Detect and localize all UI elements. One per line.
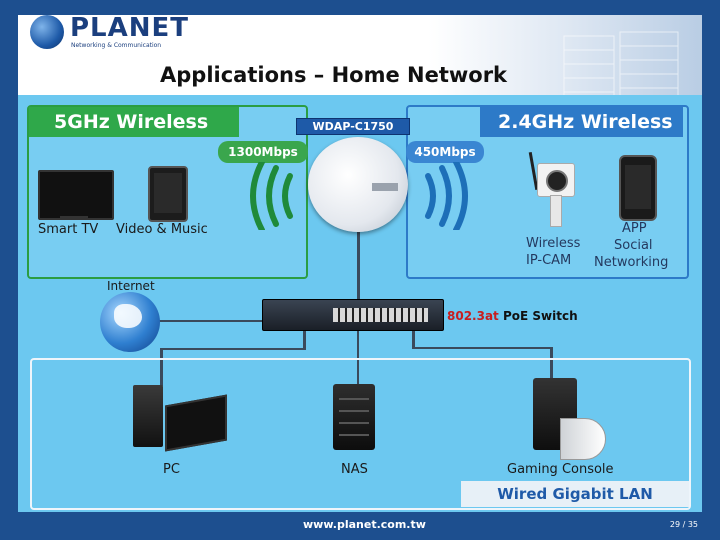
page-number: 29 / 35: [669, 520, 698, 529]
wire-switch-nas: [357, 329, 359, 384]
app-label-line1: APP: [622, 221, 647, 236]
ip-cam-base-icon: [550, 195, 562, 227]
planet-logo: PLANET Networking & Communication: [30, 13, 188, 53]
signal-waves-right-icon: [425, 162, 468, 230]
ip-cam-label-line1: Wireless: [526, 236, 581, 251]
wire-internet-switch: [158, 320, 262, 322]
wire-switch-bus: [160, 348, 305, 350]
smart-tv-icon: [38, 170, 114, 220]
page-title: Applications – Home Network: [160, 63, 508, 87]
wired-lan-label: Wired Gigabit LAN: [461, 481, 689, 507]
speed-24ghz-badge: 450Mbps: [406, 141, 484, 163]
logo-brand-text: PLANET: [70, 13, 190, 43]
tv-stand-icon: [60, 216, 88, 220]
internet-globe-icon: [100, 292, 160, 352]
nas-label: NAS: [341, 462, 368, 477]
slide-footer: www.planet.com.tw 29 / 35: [0, 512, 720, 540]
pc-tower-icon: [133, 385, 163, 447]
gaming-console-stand-icon: [560, 418, 606, 460]
wire-switch-pc: [160, 348, 163, 386]
poe-switch-label: 802.3at PoE Switch: [447, 309, 578, 323]
logo-subtitle: Networking & Communication: [71, 42, 162, 49]
zone-24ghz-label: 2.4GHz Wireless: [480, 107, 683, 137]
app-label-line3: Networking: [594, 255, 669, 270]
zone-wired-lan: [30, 358, 691, 510]
gaming-console-label: Gaming Console: [507, 462, 614, 477]
poe-standard-text: 802.3at: [447, 309, 499, 323]
access-point-model-label: WDAP-C1750: [296, 118, 410, 135]
app-label-line2: Social: [614, 238, 653, 253]
ip-camera-icon: [537, 163, 575, 197]
ip-cam-label-line2: IP-CAM: [526, 253, 572, 268]
speed-5ghz-badge: 1300Mbps: [218, 141, 308, 163]
tablet-icon: [148, 166, 188, 222]
footer-url: www.planet.com.tw: [303, 518, 426, 531]
wire-switch-down-left: [303, 329, 306, 350]
smartphone-icon: [619, 155, 657, 221]
zone-5ghz-label: 5GHz Wireless: [29, 107, 239, 137]
logo-globe-icon: [30, 15, 64, 49]
wire-switch-console-h: [412, 347, 552, 349]
video-music-label: Video & Music: [116, 222, 208, 237]
pc-label: PC: [163, 462, 180, 477]
slide-header: [18, 15, 702, 109]
internet-label: Internet: [107, 279, 155, 293]
nas-device-icon: [333, 384, 375, 450]
poe-switch-text: PoE Switch: [498, 309, 578, 323]
wire-switch-console-v: [412, 329, 415, 349]
access-point-logo-mark: [372, 183, 398, 191]
wire-console-down: [550, 347, 553, 379]
wire-ap-switch: [357, 232, 360, 300]
smart-tv-label: Smart TV: [38, 222, 99, 237]
signal-waves-left-icon: [250, 162, 293, 230]
poe-switch-device: [262, 299, 444, 331]
